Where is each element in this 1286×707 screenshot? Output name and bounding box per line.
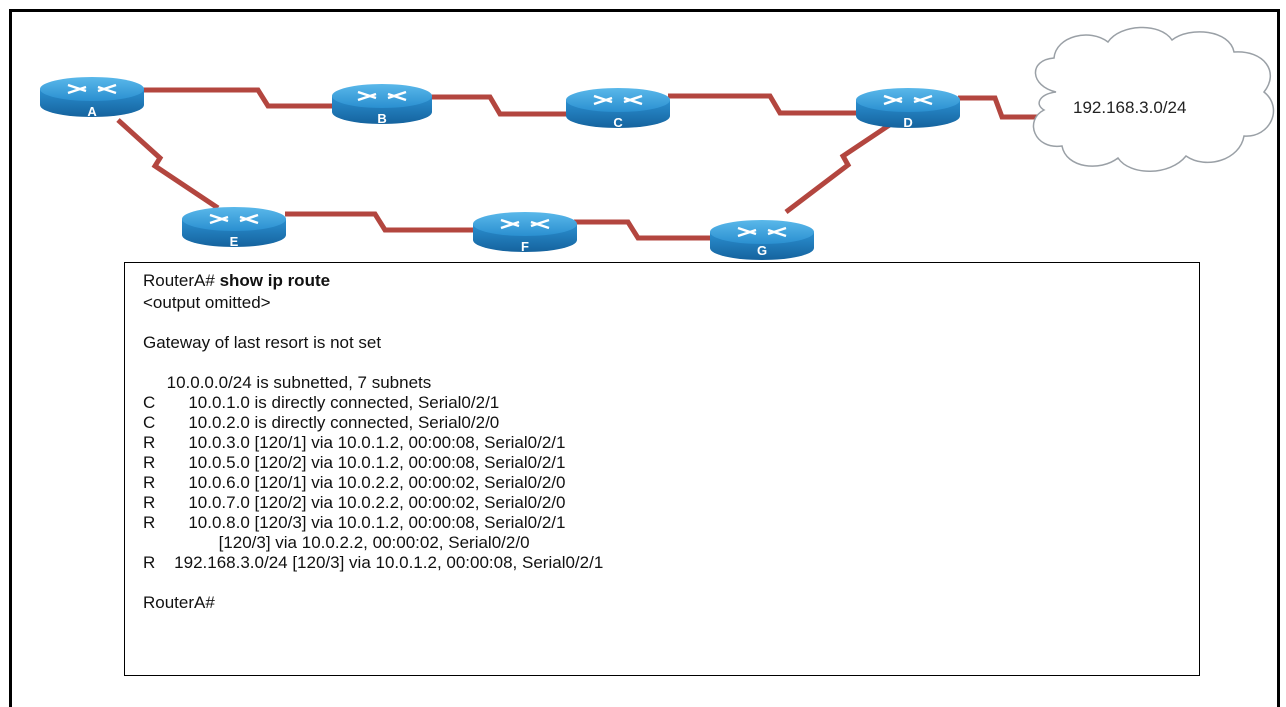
output-line: 10.0.0.0/24 is subnetted, 7 subnets (143, 373, 432, 392)
output-line: R 192.168.3.0/24 [120/3] via 10.0.1.2, 0… (143, 553, 604, 572)
router-label: C (613, 115, 623, 130)
router-label: B (377, 111, 386, 126)
output-line: Gateway of last resort is not set (143, 333, 382, 352)
router-label: E (230, 234, 239, 249)
router-f-icon: F (473, 212, 577, 254)
router-g-icon: G (710, 220, 814, 260)
command-line: RouterA# show ip route (143, 271, 330, 291)
link-e-f (285, 211, 476, 233)
link-a-e (116, 118, 220, 211)
output-line: <output omitted> (143, 293, 271, 312)
output-line: R 10.0.5.0 [120/2] via 10.0.1.2, 00:00:0… (143, 453, 566, 472)
router-label: D (903, 115, 912, 130)
cli-output-panel: RouterA# show ip route <output omitted> G… (124, 262, 1200, 676)
link-c-d (668, 93, 860, 116)
network-topology: A B C D E F (40, 26, 1275, 260)
router-label: G (757, 243, 767, 258)
router-e-icon: E (182, 207, 286, 249)
link-a-b (140, 87, 335, 109)
router-label: A (87, 104, 97, 119)
router-c-icon: C (566, 88, 670, 130)
output-line: R 10.0.8.0 [120/3] via 10.0.1.2, 00:00:0… (143, 513, 566, 532)
router-label: F (521, 239, 529, 254)
cli-prompt: RouterA# (143, 271, 215, 290)
output-line: R 10.0.3.0 [120/1] via 10.0.1.2, 00:00:0… (143, 433, 566, 452)
cloud-network-label: 192.168.3.0/24 (1073, 98, 1186, 117)
output-line: RouterA# (143, 593, 215, 612)
output-line: [120/3] via 10.0.2.2, 00:00:02, Serial0/… (143, 533, 530, 552)
cloud-network-icon: 192.168.3.0/24 (1032, 26, 1275, 172)
output-line: C 10.0.1.0 is directly connected, Serial… (143, 393, 500, 412)
link-g-d (784, 115, 902, 214)
cli-command: show ip route (219, 271, 331, 290)
link-f-g (574, 219, 712, 241)
router-b-icon: B (332, 84, 432, 126)
output-line: R 10.0.7.0 [120/2] via 10.0.2.2, 00:00:0… (143, 493, 566, 512)
link-b-c (430, 94, 570, 117)
router-a-icon: A (40, 77, 144, 119)
output-line: R 10.0.6.0 [120/1] via 10.0.2.2, 00:00:0… (143, 473, 566, 492)
link-d-cloud (958, 95, 1040, 120)
output-line: C 10.0.2.0 is directly connected, Serial… (143, 413, 500, 432)
figure-frame (9, 9, 1280, 707)
router-d-icon: D (856, 88, 960, 130)
